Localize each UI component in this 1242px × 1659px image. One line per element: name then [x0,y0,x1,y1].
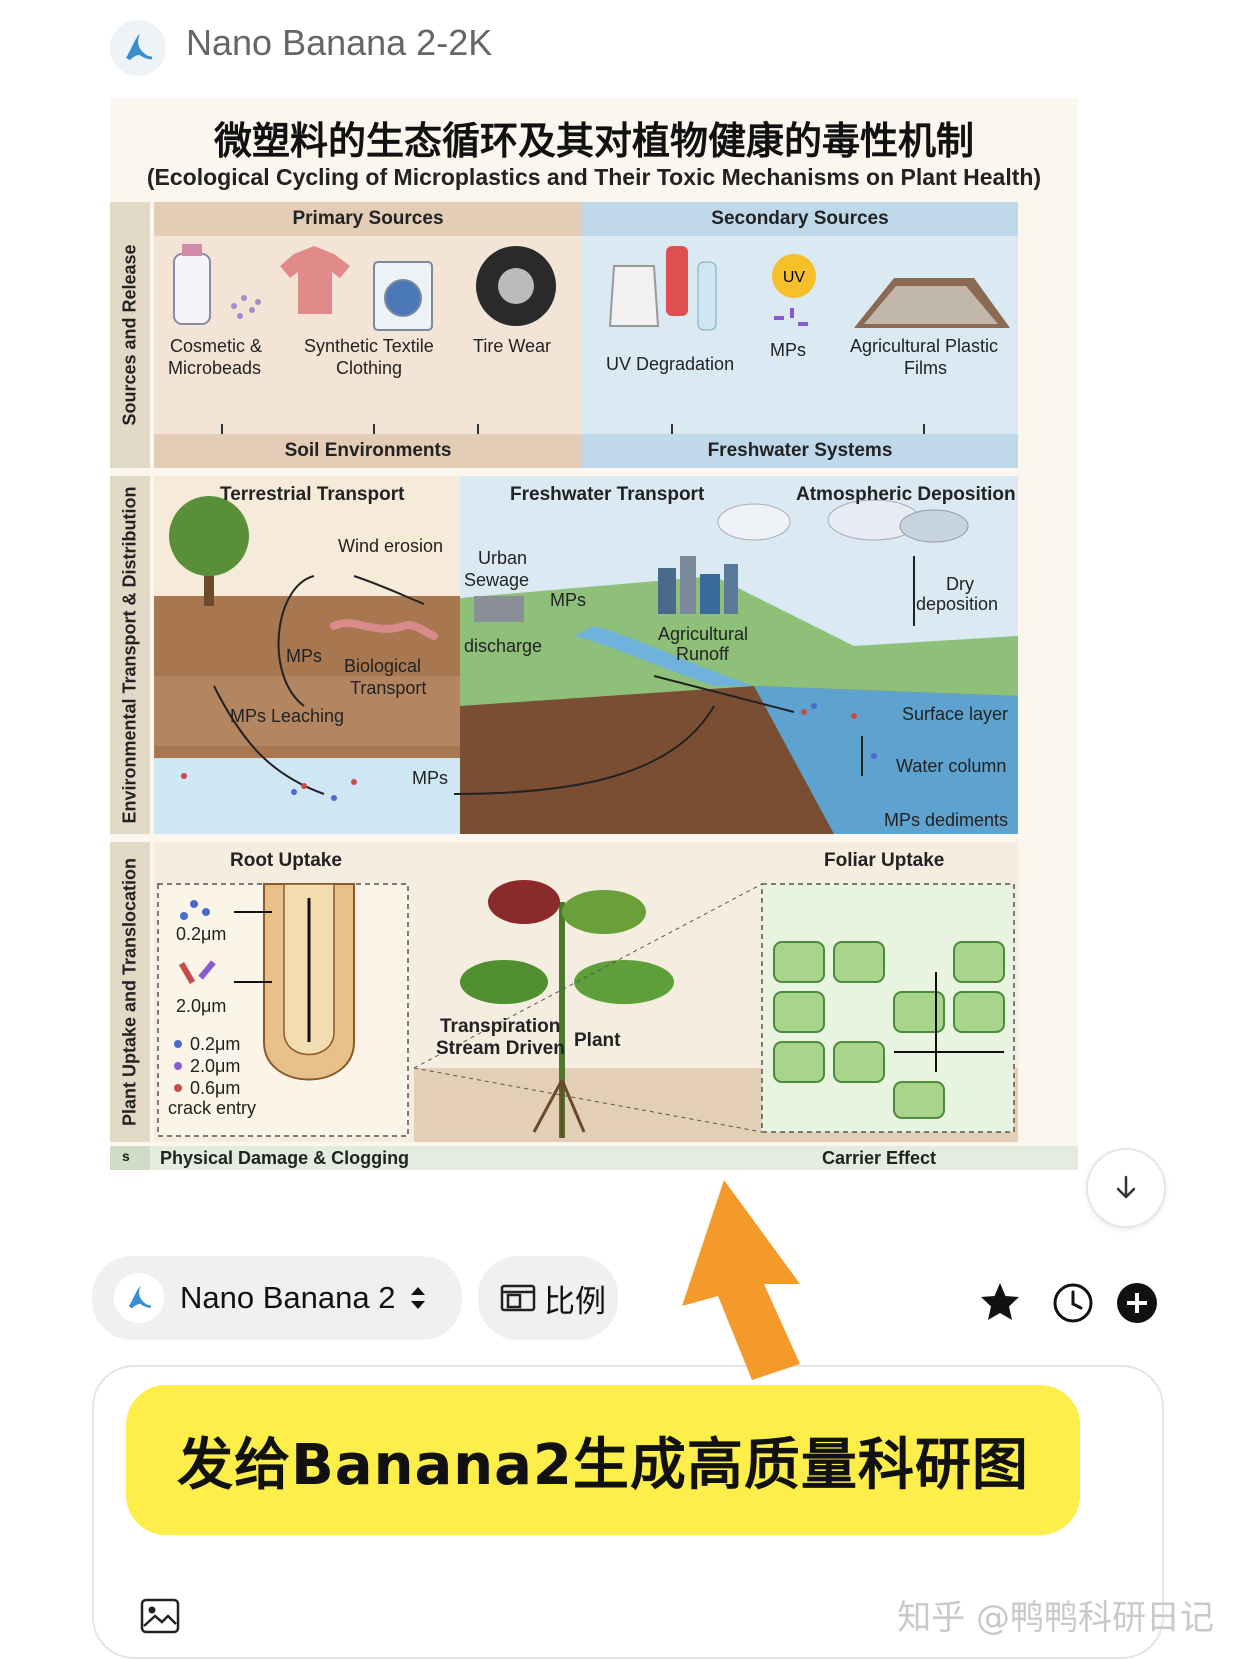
watermark: 知乎 @鸭鸭科研日记 [897,1598,1214,1638]
label-dry-2: deposition [916,594,999,614]
band-uptake: Plant Uptake and Translocation [110,842,150,1142]
sources-illustration: UV [173,244,1010,466]
label-mps-groundwater: MPs [412,768,448,788]
banana-model-icon [114,1273,164,1323]
freshwater-systems: Freshwater Systems [707,440,893,461]
terrestrial-transport-title: Terrestrial Transport [220,484,405,505]
label-agri-films-2: Films [904,358,947,378]
model-name: Nano Banana 2 [180,1280,396,1315]
label-discharge: discharge [464,636,543,656]
annotation-arrow-icon [682,1180,800,1380]
label-transpiration-1: Transpiration [440,1016,561,1037]
label-carrier-effect: Carrier Effect [822,1148,937,1168]
uptake-illustration [154,842,1018,1142]
label-agri-runoff-2: Runoff [676,644,729,664]
label-dry-1: Dry [946,574,974,594]
label-cosmetic-2: Microbeads [168,358,262,378]
label-mps-soil: MPs [286,646,322,666]
label-plant: Plant [574,1030,621,1051]
label-transpiration-2: Stream Driven [436,1038,565,1059]
label-physical-damage: Physical Damage & Clogging [160,1148,410,1168]
legend-0-6um: 0.6μm [190,1078,241,1098]
generated-figure[interactable]: 微塑料的生态循环及其对植物健康的毒性机制 (Ecological Cycling… [110,98,1078,1248]
label-urban-2: Sewage [464,570,530,590]
label-crack-entry: crack entry [168,1098,257,1118]
svg-text:UV: UV [783,269,806,286]
plus-circle-icon [1117,1283,1157,1323]
model-title: Nano Banana 2-2K [186,22,493,63]
primary-sources-header: Primary Sources [292,208,444,229]
foliar-uptake-title: Foliar Uptake [824,850,945,871]
history-button[interactable] [1052,1282,1094,1324]
legend-2-0um: 2.0μm [190,1056,241,1076]
figure-title-cn: 微塑料的生态循环及其对植物健康的毒性机制 [213,119,974,163]
label-mps-source: MPs [770,340,806,360]
banana-logo-icon [110,20,166,76]
scroll-down-button[interactable] [1086,1148,1166,1228]
clock-icon [1053,1283,1093,1323]
band-transport: Environmental Transport & Distribution [110,476,150,834]
freshwater-transport-title: Freshwater Transport [510,484,705,505]
root-uptake-title: Root Uptake [230,850,342,871]
label-cosmetic-1: Cosmetic & [170,336,263,356]
figure-title-en: (Ecological Cycling of Microplastics and… [146,164,1042,190]
label-tire: Tire Wear [473,336,552,356]
legend-0-2um: 0.2μm [190,1034,241,1054]
ratio-button[interactable]: 比例 [478,1256,618,1340]
label-size-1: 0.2μm [176,924,227,944]
highlight-banner: 发给Banana2生成高质量科研图 [126,1385,1080,1535]
label-surface-layer: Surface layer [902,704,1009,724]
aspect-ratio-icon [500,1284,536,1312]
label-leaching: MPs Leaching [230,706,345,726]
image-icon [140,1598,180,1634]
secondary-panel [582,202,1018,468]
band-bottom-label: s [122,1148,130,1164]
star-icon [981,1283,1019,1320]
transport-illustration [154,476,1018,834]
soil-environments: Soil Environments [284,440,452,461]
chevron-updown-icon [411,1287,426,1309]
star-button[interactable] [978,1280,1022,1324]
label-textile-1: Synthetic Textile [304,336,434,356]
ratio-label: 比例 [544,1283,606,1319]
label-water-column: Water column [896,756,1007,776]
primary-panel [154,202,582,468]
label-mps-sediments: MPs dediments [884,810,1009,830]
image-upload-button[interactable] [140,1598,180,1634]
label-biological-1: Biological [344,656,422,676]
secondary-sources-header: Secondary Sources [711,208,889,229]
label-uv-degradation: UV Degradation [606,354,735,374]
label-mps-sewage: MPs [550,590,586,610]
label-size-2: 2.0μm [176,996,227,1016]
highlight-text: 发给Banana2生成高质量科研图 [177,1432,1029,1498]
label-agri-films-1: Agricultural Plastic [850,336,999,356]
label-wind-erosion: Wind erosion [338,536,444,556]
atmospheric-deposition-title: Atmospheric Deposition [796,484,1016,505]
label-textile-2: Clothing [336,358,403,378]
band-sources: Sources and Release [110,202,150,468]
model-selector[interactable]: Nano Banana 2 [92,1256,462,1340]
add-button[interactable] [1116,1282,1158,1324]
arrow-down-icon [1116,1175,1136,1199]
label-urban-1: Urban [478,548,528,568]
label-agri-runoff-1: Agricultural [658,624,749,644]
label-biological-2: Transport [350,678,427,698]
